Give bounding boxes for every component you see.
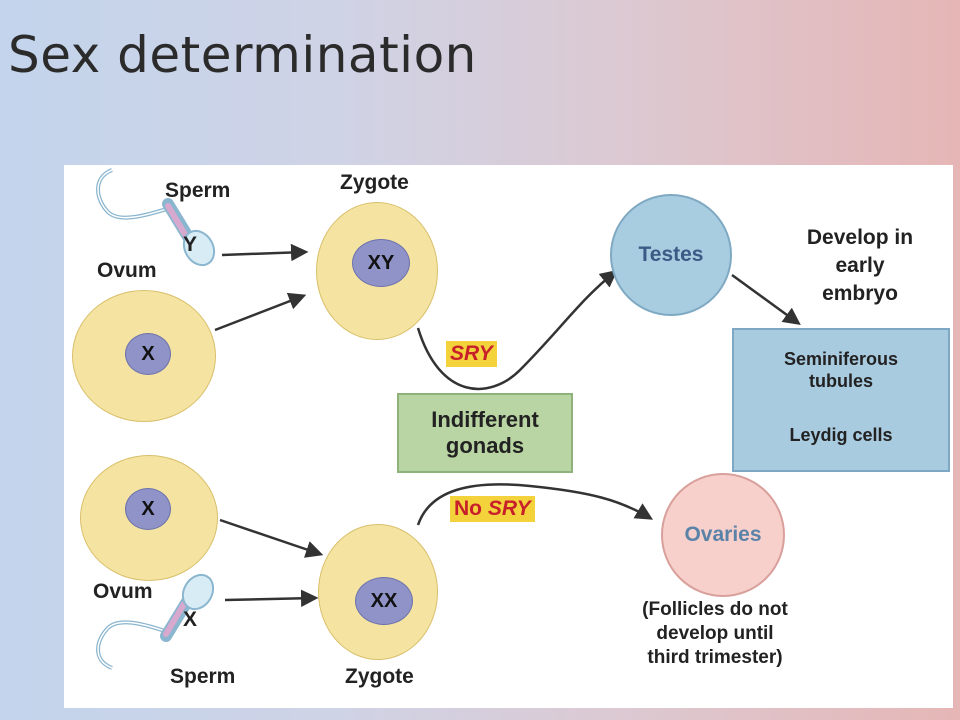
develop-text: Develop in early embryo xyxy=(780,224,940,308)
sperm-bottom-shape xyxy=(96,573,215,670)
nucleus-ovum-bottom: X xyxy=(125,488,171,530)
xy-label: XY xyxy=(367,251,395,274)
xx-label: XX xyxy=(370,589,398,612)
leydig-text: Leydig cells xyxy=(789,425,893,445)
follicles-text: (Follicles do not develop until third tr… xyxy=(600,598,830,670)
zygote-bottom-label: Zygote xyxy=(345,665,414,688)
follicles-line3: third trimester) xyxy=(647,647,783,668)
ovaries-label: Ovaries xyxy=(684,523,762,546)
testes-label: Testes xyxy=(638,243,704,266)
nucleus-zygote-xy: XY xyxy=(352,239,410,287)
no-text: No xyxy=(454,497,488,520)
chromosome-x-label: X xyxy=(141,497,155,520)
seminiferous-line1: Seminiferous xyxy=(783,349,899,369)
zygote-top-label: Zygote xyxy=(340,171,409,194)
chromosome-x-label: X xyxy=(141,342,155,365)
ovaries-circle: Ovaries xyxy=(661,473,785,597)
develop-line1: Develop in xyxy=(806,226,914,249)
y-chromosome-label: Y xyxy=(183,233,198,256)
testes-circle: Testes xyxy=(610,194,732,316)
testes-structures-box: Seminiferous tubules Leydig cells xyxy=(732,328,950,472)
develop-line3: embryo xyxy=(822,282,898,305)
seminiferous-line2: tubules xyxy=(808,371,873,391)
no-sry-tag: No SRY xyxy=(450,496,535,522)
nucleus-ovum-top: X xyxy=(125,333,171,375)
develop-line2: early xyxy=(835,254,885,277)
ovum-top-label: Ovum xyxy=(97,259,157,282)
indifferent-gonads-box: Indifferent gonads xyxy=(397,393,573,473)
sperm-bottom-label: Sperm xyxy=(170,665,236,688)
sperm-top-label: Sperm xyxy=(165,179,231,202)
indifferent-label-line1: Indifferent xyxy=(431,407,539,432)
ovum-bottom-label: Ovum xyxy=(93,580,153,603)
follicles-line2: develop until xyxy=(656,623,774,644)
sry-tag: SRY xyxy=(446,341,497,367)
indifferent-label-line2: gonads xyxy=(445,433,525,458)
follicles-line1: (Follicles do not xyxy=(642,599,788,620)
x-sperm-label: X xyxy=(183,608,198,631)
seminiferous-text: Seminiferous tubules xyxy=(734,348,948,392)
sperm-top-shape xyxy=(96,168,216,267)
nucleus-zygote-xx: XX xyxy=(355,577,413,625)
page-title: Sex determination xyxy=(8,26,477,84)
sry-italic-text: SRY xyxy=(487,497,531,520)
